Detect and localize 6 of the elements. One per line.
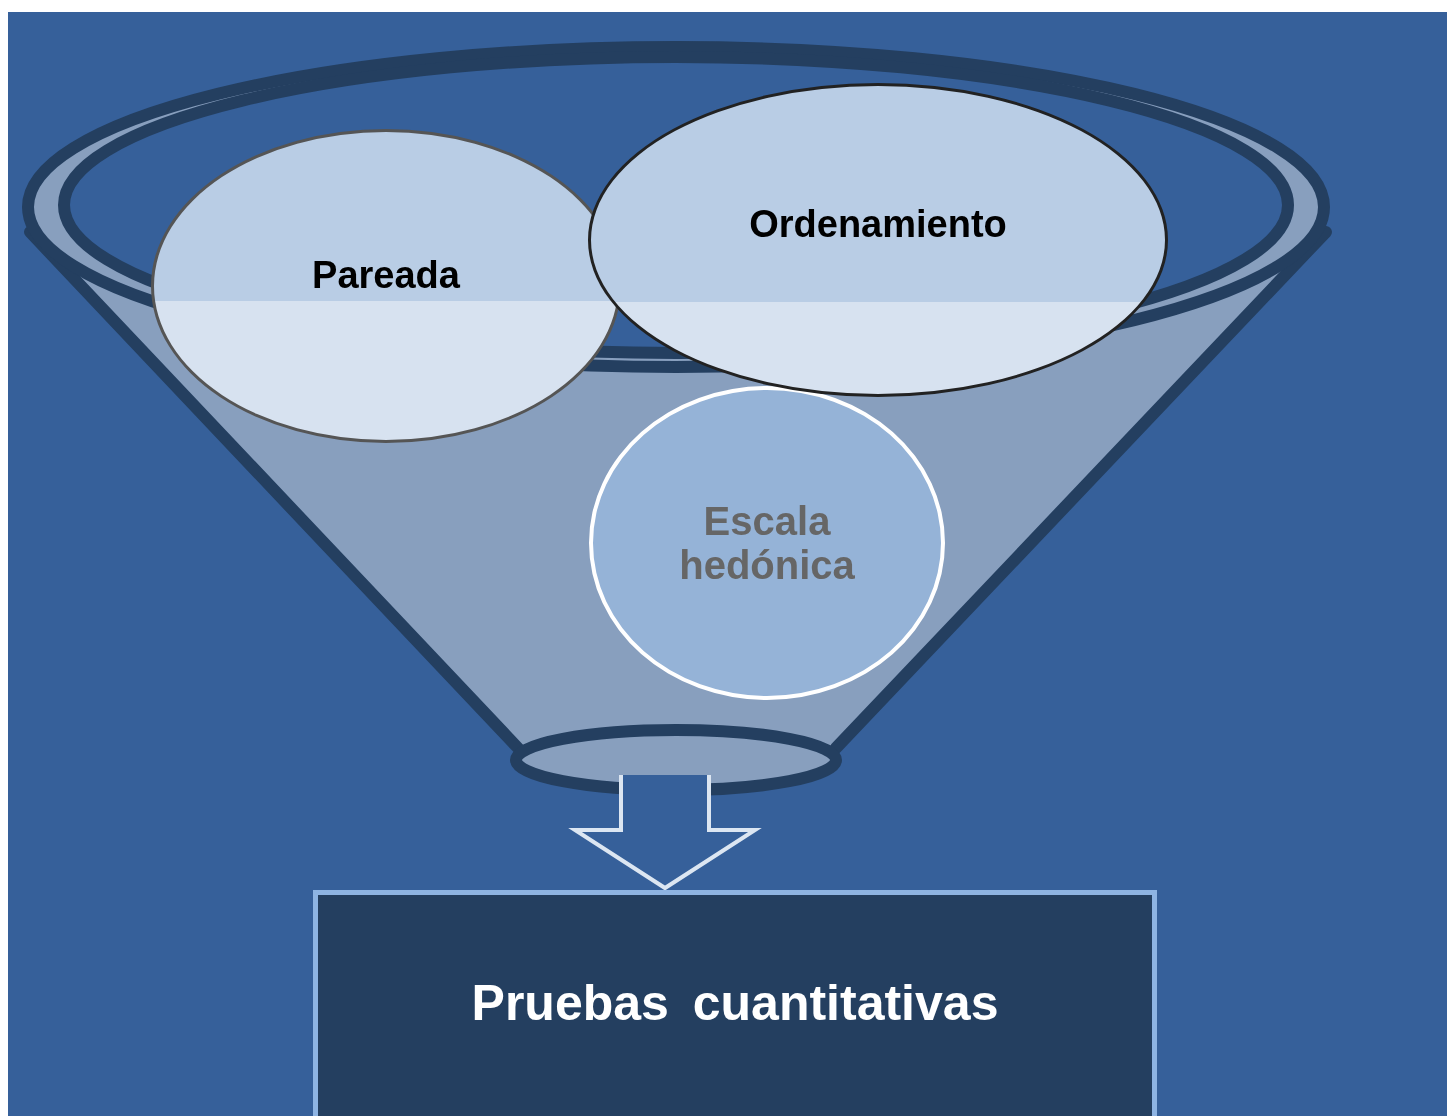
result-box <box>313 890 1157 1116</box>
ellipse-label: Ordenamiento <box>748 204 1008 246</box>
ellipse-label: Escala hedónica <box>678 499 856 587</box>
box-label: Pruebas cuantitativas <box>471 974 999 1032</box>
ellipse-label: Pareada <box>311 255 461 297</box>
block-arrow <box>568 773 762 891</box>
